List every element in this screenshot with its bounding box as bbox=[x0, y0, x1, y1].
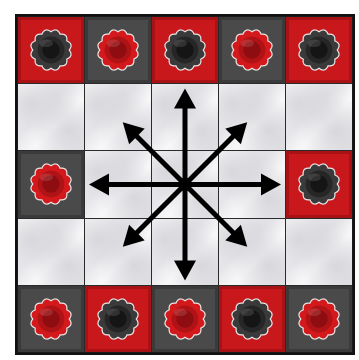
board-cell-r3-c1[interactable] bbox=[85, 219, 151, 285]
board-cell-r1-c1[interactable] bbox=[85, 84, 151, 150]
board-cell-r3-c2[interactable] bbox=[152, 219, 218, 285]
board-cell-r2-c0[interactable] bbox=[18, 151, 84, 217]
red-piece-icon[interactable] bbox=[27, 295, 75, 343]
board-cell-r0-c3[interactable] bbox=[219, 17, 285, 83]
dark-piece-icon[interactable] bbox=[228, 295, 276, 343]
board-cell-r2-c3[interactable] bbox=[219, 151, 285, 217]
dark-piece-icon[interactable] bbox=[161, 26, 209, 74]
board-cell-r4-c0[interactable] bbox=[18, 286, 84, 352]
dark-piece-icon[interactable] bbox=[295, 26, 343, 74]
board-cell-r2-c2[interactable] bbox=[152, 151, 218, 217]
board-cell-r4-c3[interactable] bbox=[219, 286, 285, 352]
board-cell-r4-c4[interactable] bbox=[286, 286, 352, 352]
board-cell-r2-c1[interactable] bbox=[85, 151, 151, 217]
board-cell-r4-c1[interactable] bbox=[85, 286, 151, 352]
board-cell-r0-c4[interactable] bbox=[286, 17, 352, 83]
board-cell-r3-c0[interactable] bbox=[18, 219, 84, 285]
board-cell-r0-c0[interactable] bbox=[18, 17, 84, 83]
red-piece-icon[interactable] bbox=[94, 26, 142, 74]
red-piece-icon[interactable] bbox=[228, 26, 276, 74]
board-cell-r0-c1[interactable] bbox=[85, 17, 151, 83]
board-cell-r3-c3[interactable] bbox=[219, 219, 285, 285]
board-grid bbox=[18, 17, 352, 352]
board-cell-r0-c2[interactable] bbox=[152, 17, 218, 83]
game-board bbox=[15, 14, 355, 355]
red-piece-icon[interactable] bbox=[295, 295, 343, 343]
board-cell-r1-c2[interactable] bbox=[152, 84, 218, 150]
board-cell-r2-c4[interactable] bbox=[286, 151, 352, 217]
board-cell-r3-c4[interactable] bbox=[286, 219, 352, 285]
dark-piece-icon[interactable] bbox=[295, 160, 343, 208]
board-cell-r1-c3[interactable] bbox=[219, 84, 285, 150]
dark-piece-icon[interactable] bbox=[94, 295, 142, 343]
red-piece-icon[interactable] bbox=[27, 160, 75, 208]
red-piece-icon[interactable] bbox=[161, 295, 209, 343]
board-cell-r1-c0[interactable] bbox=[18, 84, 84, 150]
board-cell-r1-c4[interactable] bbox=[286, 84, 352, 150]
dark-piece-icon[interactable] bbox=[27, 26, 75, 74]
board-cell-r4-c2[interactable] bbox=[152, 286, 218, 352]
